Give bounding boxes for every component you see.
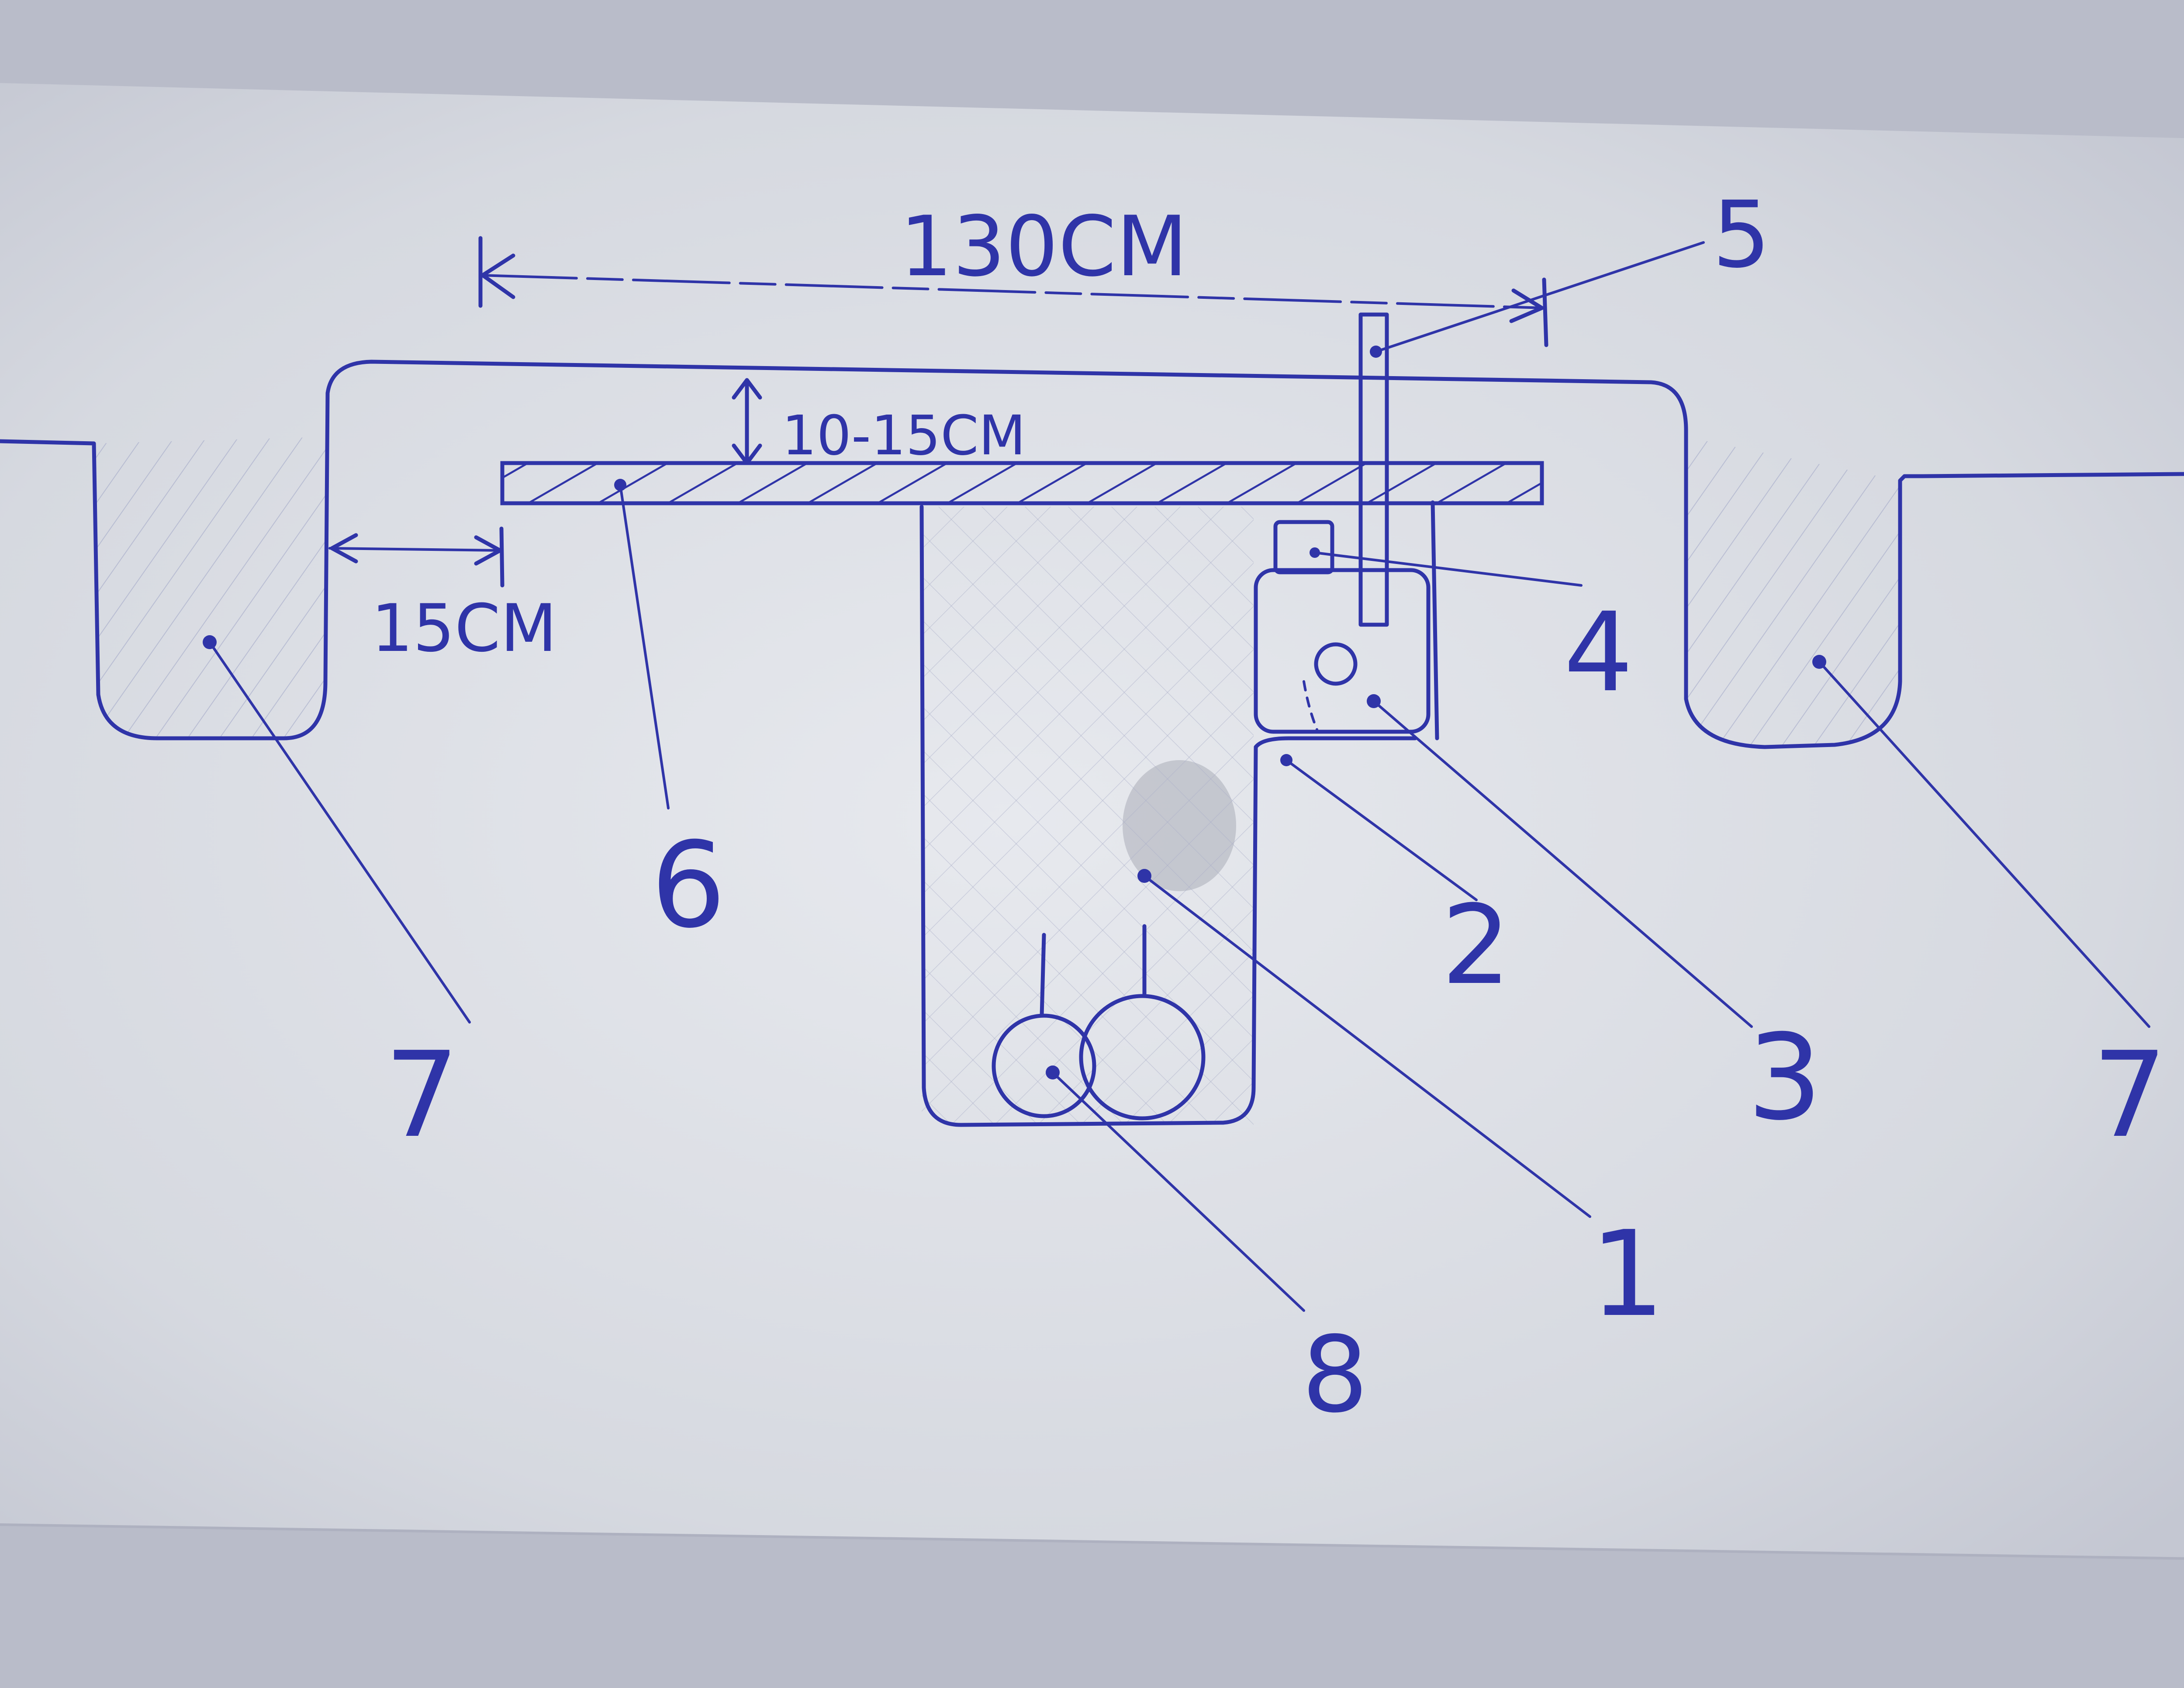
trench-right-fill — [1686, 437, 1900, 747]
dim-15-label: 15CM — [371, 591, 557, 667]
callout-4: 4 — [1564, 589, 1633, 716]
callout-7-right: 7 — [2092, 1026, 2167, 1164]
callout-1: 1 — [1590, 1205, 1665, 1343]
pipe-5 — [1358, 312, 1389, 627]
dim-130-right-tick — [1542, 277, 1548, 347]
dim-130-label: 130CM — [900, 198, 1188, 295]
leader-1-line — [1143, 875, 1591, 1218]
dim-130-right-arrow — [1509, 288, 1544, 323]
barrels-8 — [992, 924, 1206, 1121]
callout-3: 3 — [1747, 1009, 1822, 1146]
dim-10-15: 10-15CM — [732, 378, 1026, 467]
callout-numbers: 1 2 3 4 5 6 7 7 8 — [384, 181, 2167, 1436]
pit-fill — [922, 507, 1254, 1125]
box-4 — [1273, 520, 1334, 574]
leaders — [203, 241, 2150, 1312]
dim-130-line — [479, 274, 1545, 309]
dim-10-15-bottom-arrow — [732, 443, 762, 465]
ground-profile — [0, 391, 2184, 749]
pit-outline — [919, 505, 1258, 1127]
shelf-6 — [500, 461, 1544, 505]
leader-2-line — [1285, 759, 1478, 901]
leader-4-line — [1313, 551, 1583, 587]
barrel-right — [1079, 994, 1206, 1121]
pit-right-wall — [1431, 500, 1439, 740]
leader-8-line — [1051, 1071, 1305, 1312]
box-3-opening — [1314, 642, 1358, 686]
dim-10-15-top-arrow — [732, 378, 762, 400]
dim-10-15-label: 10-15CM — [782, 404, 1026, 467]
leader-3-line — [1372, 700, 1753, 1028]
leader-7-right-line — [1818, 661, 2150, 1028]
leader-6-line — [619, 484, 670, 809]
callout-8: 8 — [1302, 1314, 1368, 1436]
leader-5-line — [1375, 241, 1705, 353]
trench-left-fill — [96, 437, 325, 738]
paper-edge — [0, 1523, 2184, 1560]
callout-7-left: 7 — [384, 1026, 460, 1164]
dim-130-left-arrow — [480, 253, 515, 299]
box-3-dashes — [1303, 680, 1318, 731]
dim-15: 15CM — [328, 526, 557, 667]
ground-left-line — [0, 439, 100, 697]
callout-5: 5 — [1712, 181, 1771, 288]
barrel-left-stem — [1040, 933, 1046, 1018]
leader-7-left-line — [208, 641, 471, 1024]
ground-right-line — [1902, 472, 2184, 478]
trench-left-outline — [96, 391, 330, 740]
dim-15-right-arrow — [474, 535, 502, 566]
trench-right-outline — [1684, 428, 1907, 749]
dim-15-left-arrow — [330, 533, 358, 564]
callout-2: 2 — [1441, 882, 1511, 1009]
dim-15-line — [328, 547, 501, 552]
roof-outline — [325, 360, 1688, 432]
barrel-left — [992, 1013, 1096, 1118]
box-3 — [1254, 568, 1431, 734]
dim-130: 130CM — [478, 198, 1548, 347]
step-ledge-2 — [1254, 736, 1417, 749]
callout-6: 6 — [651, 816, 726, 954]
dim-15-right-tick — [499, 526, 505, 588]
